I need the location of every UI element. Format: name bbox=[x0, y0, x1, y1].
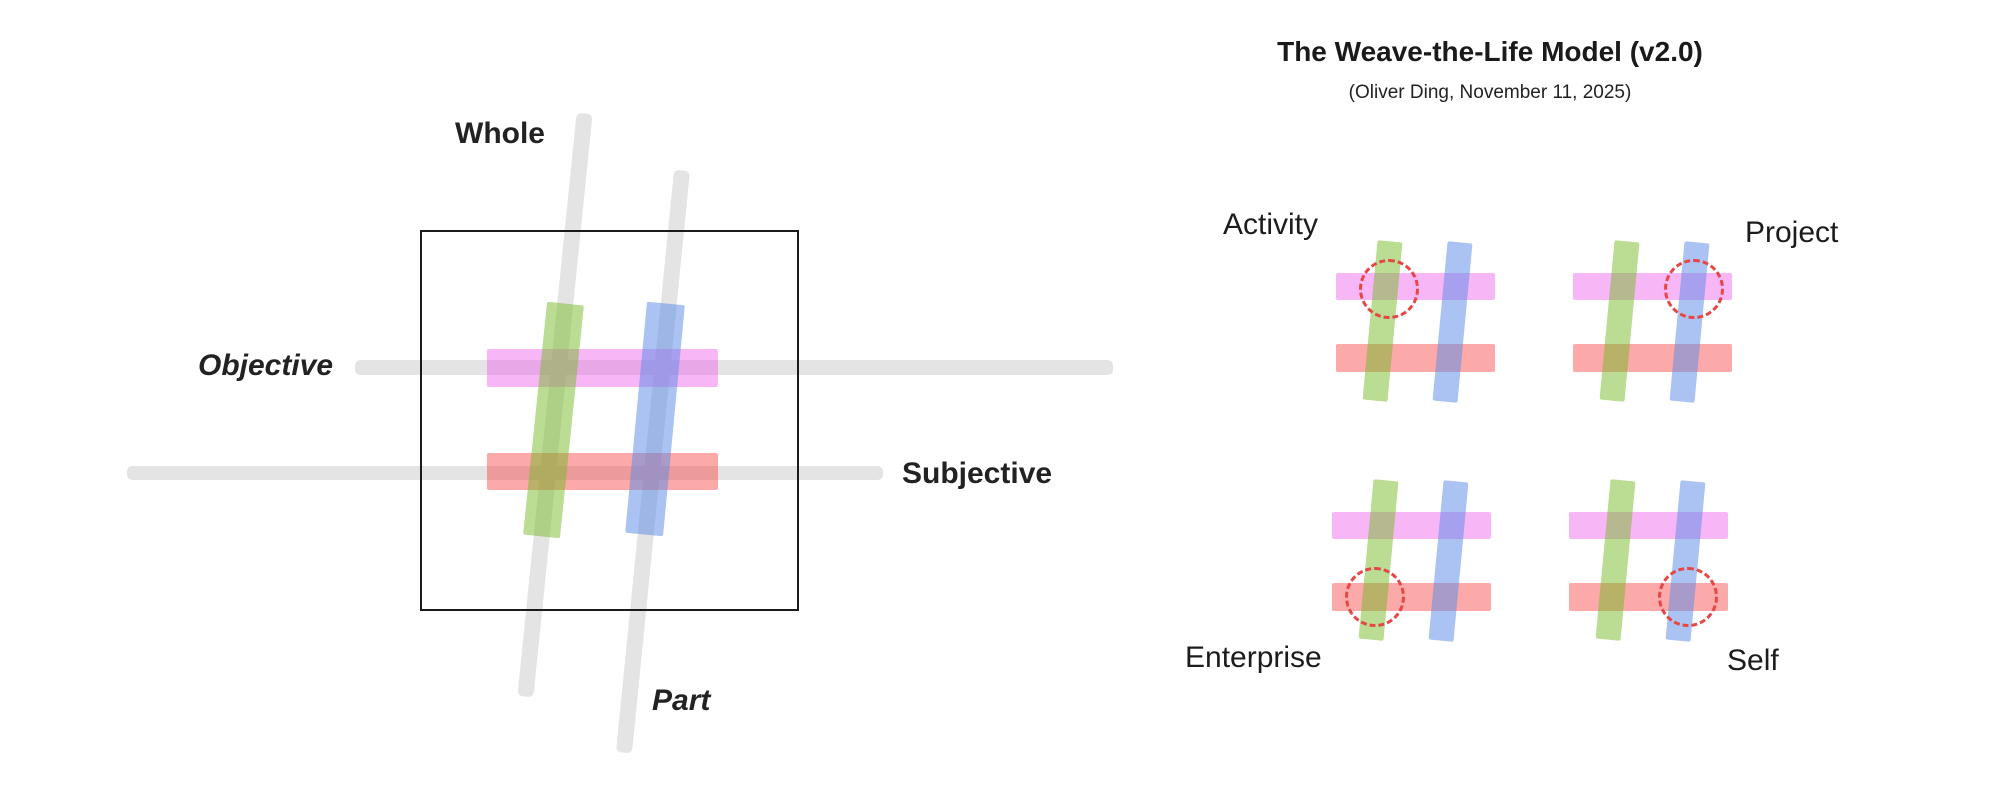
mini-blue-bar bbox=[1428, 480, 1469, 642]
label-objective: Objective bbox=[198, 349, 334, 382]
mini-pink-bar bbox=[1569, 512, 1728, 539]
label-whole: Whole bbox=[455, 117, 545, 150]
quadrant-activity bbox=[1330, 238, 1502, 408]
diagram-subtitle: (Oliver Ding, November 11, 2025) bbox=[1348, 82, 1632, 103]
quadrant-enterprise bbox=[1326, 477, 1498, 647]
label-enterprise: Enterprise bbox=[1185, 641, 1322, 674]
highlight-circle-activity bbox=[1359, 259, 1419, 319]
mini-red-bar bbox=[1336, 344, 1495, 372]
label-part: Part bbox=[652, 684, 711, 717]
mini-green-bar bbox=[1595, 479, 1636, 641]
mini-pink-bar bbox=[1332, 512, 1491, 539]
pink-horizontal-bar bbox=[487, 349, 718, 387]
mini-green-bar bbox=[1599, 240, 1640, 402]
label-self: Self bbox=[1727, 644, 1779, 677]
highlight-circle-enterprise bbox=[1345, 567, 1405, 627]
diagram-title: The Weave-the-Life Model (v2.0) bbox=[1277, 36, 1703, 67]
mini-red-bar bbox=[1573, 344, 1732, 372]
subjective-axis-bar bbox=[127, 466, 883, 480]
highlight-circle-project bbox=[1664, 259, 1724, 319]
highlight-circle-self bbox=[1658, 567, 1718, 627]
red-horizontal-bar bbox=[487, 453, 718, 490]
frame-square bbox=[420, 230, 799, 611]
quadrant-self bbox=[1563, 477, 1735, 647]
label-project: Project bbox=[1745, 216, 1839, 249]
label-activity: Activity bbox=[1223, 208, 1319, 241]
quadrant-project bbox=[1567, 238, 1739, 408]
mini-blue-bar bbox=[1432, 241, 1473, 403]
label-subjective: Subjective bbox=[902, 457, 1053, 490]
title-block: The Weave-the-Life Model (v2.0) (Oliver … bbox=[1180, 36, 1800, 104]
